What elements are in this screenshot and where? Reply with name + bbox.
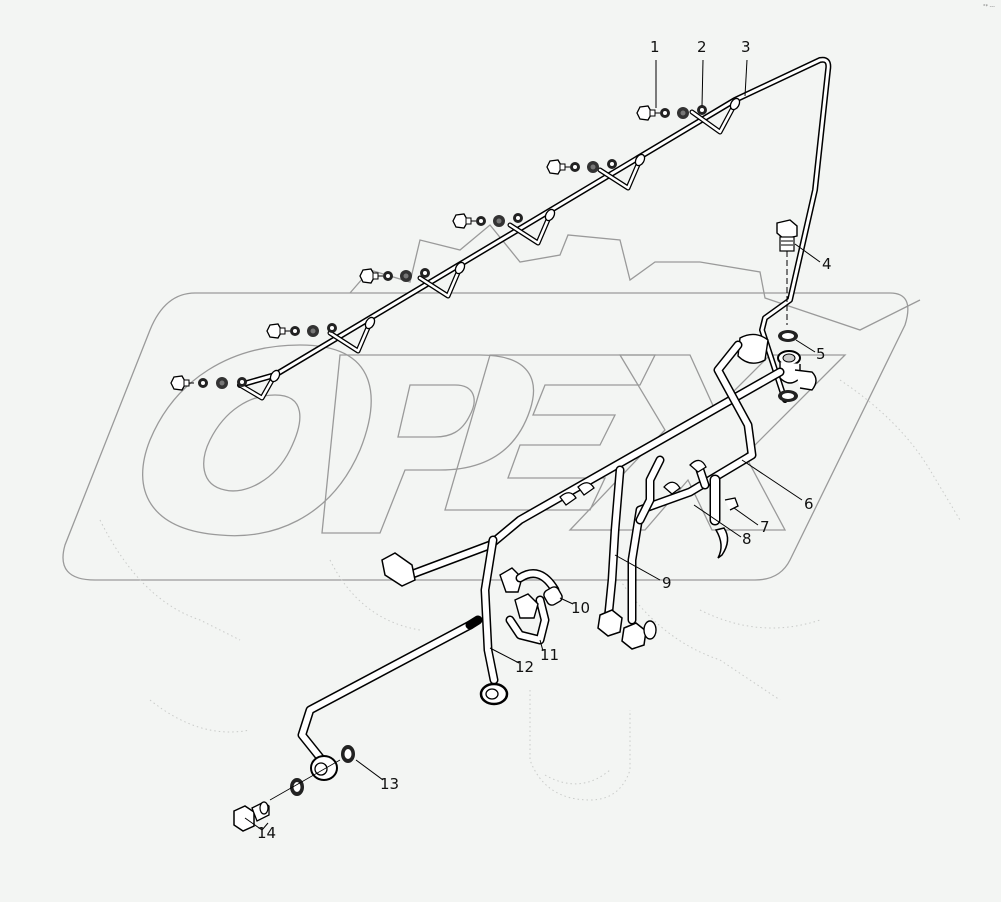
- callout-13: 13: [380, 775, 399, 793]
- bottom-fitting-set: [233, 745, 355, 832]
- part-5-washers: [737, 330, 817, 402]
- callout-5: 5: [816, 345, 826, 363]
- fitting-set-3: [452, 213, 523, 229]
- fitting-set-1: [636, 105, 707, 121]
- part-4-bolt: [776, 219, 798, 325]
- callout-7: 7: [760, 518, 770, 536]
- callout-3: 3: [741, 38, 751, 56]
- opex-watermark: [62, 224, 921, 581]
- ghost-engine-outline: [99, 379, 961, 801]
- callout-11: 11: [540, 646, 559, 664]
- callout-9: 9: [662, 574, 672, 592]
- fitting-set-6: [170, 375, 247, 391]
- callout-12: 12: [515, 658, 534, 676]
- part-3-rail-pipe: [237, 56, 832, 403]
- callout-4: 4: [822, 255, 832, 273]
- fitting-set-5: [266, 323, 337, 339]
- part-14-banjo-bolt: [233, 801, 270, 832]
- callout-10: 10: [571, 599, 590, 617]
- callout-14: 14: [257, 824, 276, 842]
- fitting-set-2: [546, 159, 617, 175]
- leader-lines: [244, 59, 821, 831]
- part-13-washer-a: [341, 745, 355, 763]
- corner-watermark-mark: °* ---: [982, 4, 995, 10]
- lower-pipe-assembly: [297, 340, 785, 765]
- banjo-fitting-sets: [170, 105, 707, 391]
- callout-8: 8: [742, 530, 752, 548]
- fitting-set-4: [359, 268, 430, 284]
- callout-labels: 1 2 3 4 5 6 7 8 9 10 11 12 13 14: [257, 38, 832, 842]
- callout-1: 1: [650, 38, 660, 56]
- callout-2: 2: [697, 38, 707, 56]
- callout-6: 6: [804, 495, 814, 513]
